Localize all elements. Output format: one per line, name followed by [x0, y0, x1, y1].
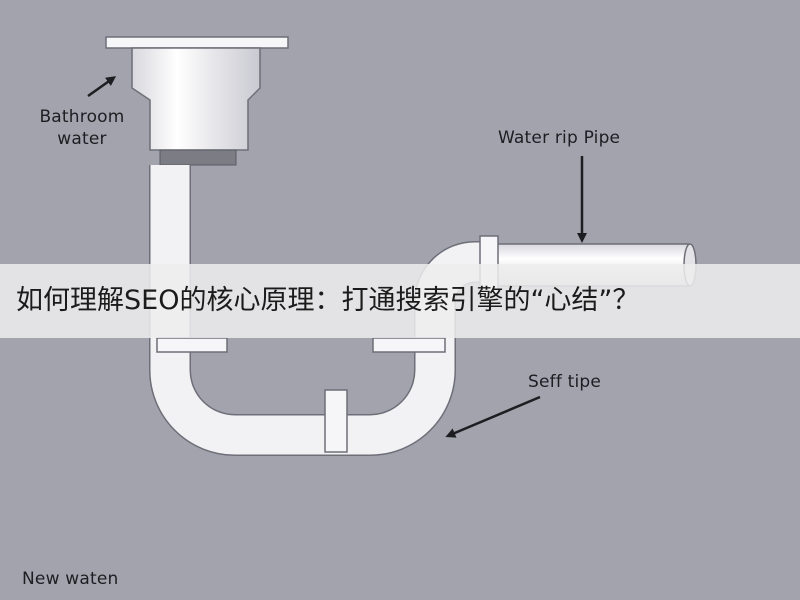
drain-body [131, 47, 261, 151]
title-banner: 如何理解SEO的核心原理：打通搜索引擎的“心结”？ [0, 264, 800, 338]
label-bathroom-water: Bathroom water [24, 106, 140, 150]
label-water-rip-pipe: Water rip Pipe [498, 128, 621, 148]
label-bathroom-line2: water [57, 129, 107, 149]
drain-band [159, 149, 237, 166]
drain-cap [105, 36, 289, 49]
label-seff-tipe: Seff tipe [528, 372, 602, 392]
label-new-waten: New waten [22, 569, 119, 589]
banner-title: 如何理解SEO的核心原理：打通搜索引擎的“心结”？ [16, 285, 640, 316]
collar-right [372, 337, 446, 353]
collar-left [156, 337, 228, 353]
arrow-seff-tipe [445, 395, 541, 438]
label-bathroom-line1: Bathroom [39, 107, 125, 127]
arrow-bathroom [87, 76, 117, 98]
collar-bottom [324, 389, 348, 453]
